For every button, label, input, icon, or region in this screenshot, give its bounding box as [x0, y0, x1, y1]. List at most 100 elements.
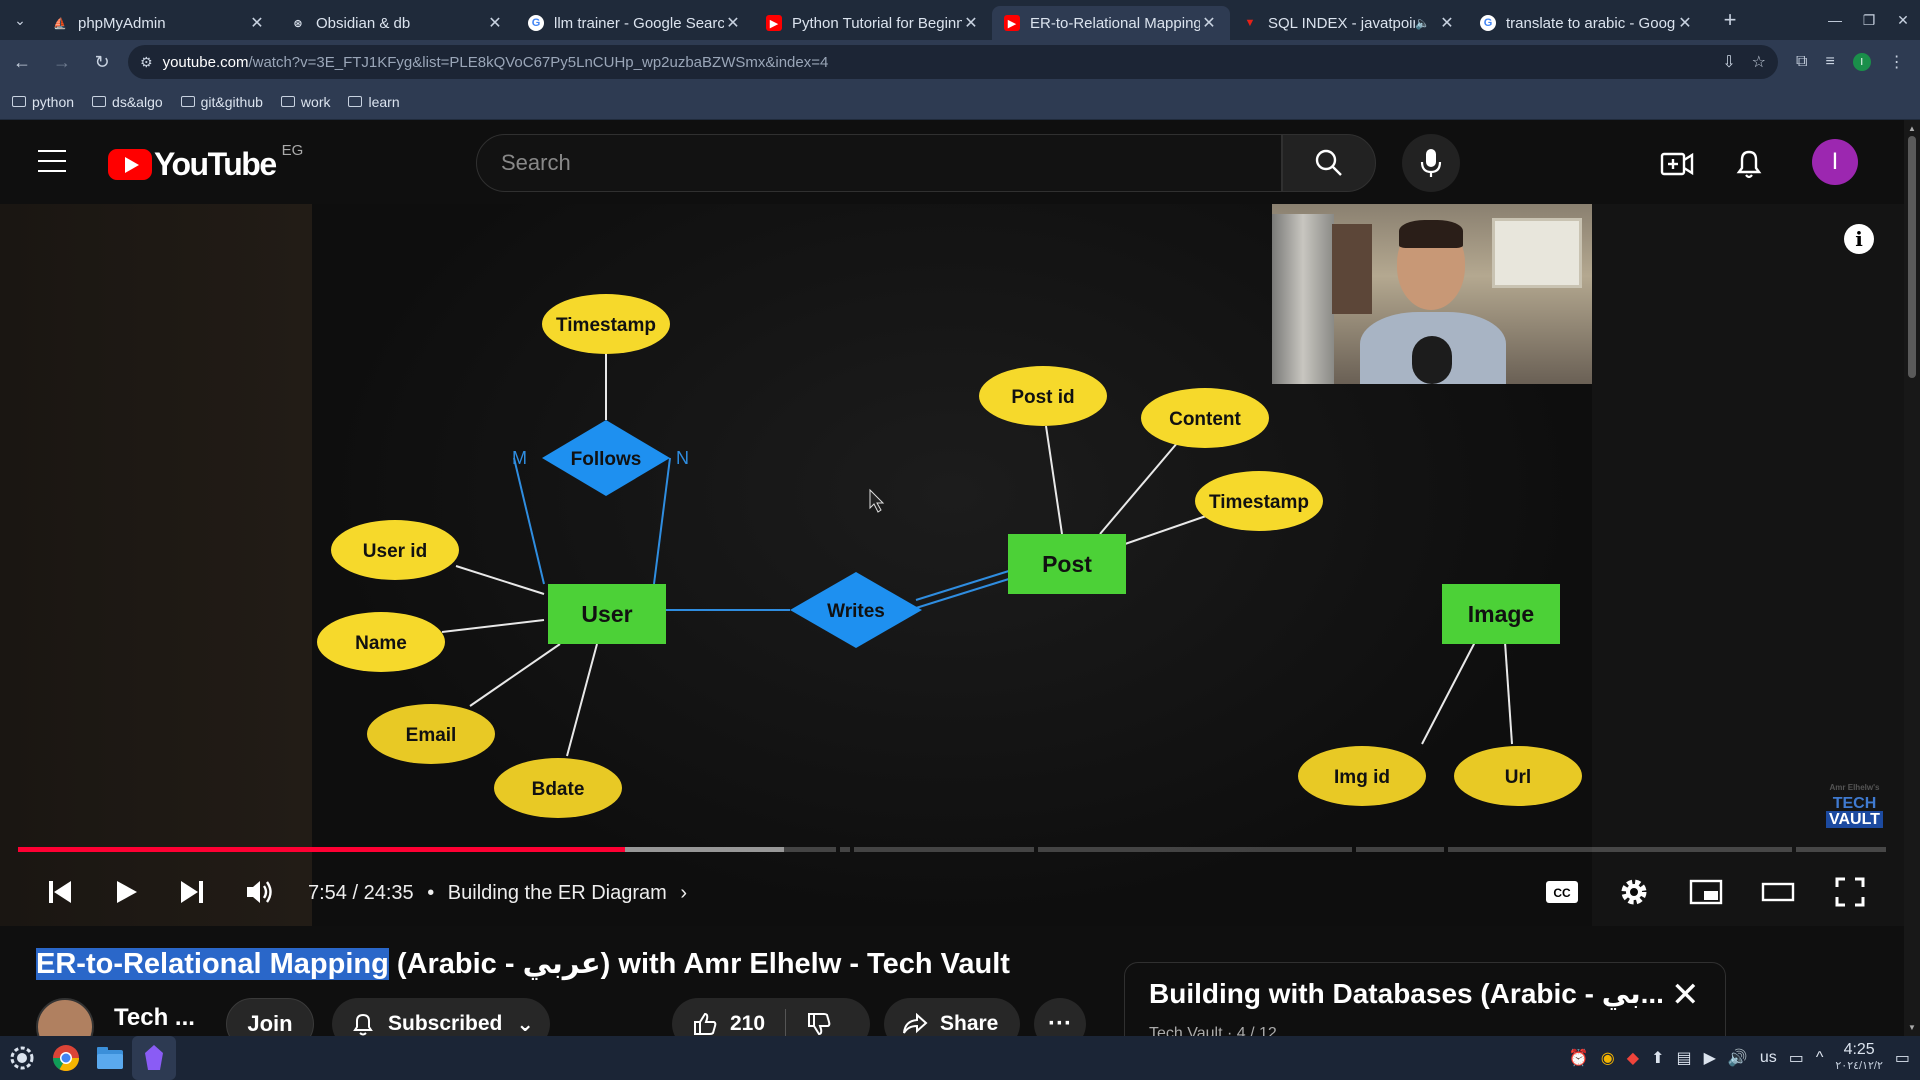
chevron-right-icon[interactable]: ›: [680, 882, 688, 904]
reload-button[interactable]: ↻: [94, 51, 110, 72]
browser-tab[interactable]: G translate to arabic - Google ✕: [1468, 6, 1706, 40]
thumbs-up-icon[interactable]: [692, 1011, 718, 1036]
media-play-icon[interactable]: ▶: [1703, 1050, 1716, 1067]
close-tab-icon[interactable]: ✕: [488, 15, 502, 32]
chapter-segment[interactable]: [1038, 847, 1352, 852]
close-tab-icon[interactable]: ✕: [1678, 15, 1692, 32]
close-tab-icon[interactable]: ✕: [1440, 15, 1454, 32]
bookmark-folder[interactable]: learn: [348, 94, 400, 110]
start-menu-icon[interactable]: [0, 1036, 44, 1080]
chapter-segment[interactable]: [854, 847, 1034, 852]
restore-icon[interactable]: ❐: [1862, 11, 1876, 28]
chrome-tray-icon[interactable]: ◉: [1600, 1050, 1615, 1067]
chrome-app-icon[interactable]: [44, 1036, 88, 1080]
account-avatar[interactable]: I: [1812, 139, 1858, 185]
subscribed-button[interactable]: Subscribed ⌄: [332, 998, 550, 1036]
browser-tab-active[interactable]: ▶ ER-to-Relational Mapping (A ✕: [992, 6, 1230, 40]
profile-avatar[interactable]: I: [1852, 53, 1871, 71]
anydesk-icon[interactable]: ◆: [1626, 1050, 1640, 1067]
file-manager-icon[interactable]: [88, 1036, 132, 1080]
bookmark-folder[interactable]: python: [12, 94, 74, 110]
playlist-title[interactable]: Building with Databases (Arabic - بي...: [1149, 978, 1664, 1009]
media-controls-icon[interactable]: ≡: [1825, 53, 1835, 70]
settings-gear-icon[interactable]: [1614, 872, 1654, 912]
browser-tab[interactable]: ▶ Python Tutorial for Beginne ✕: [754, 6, 992, 40]
create-video-icon[interactable]: [1660, 147, 1694, 181]
fullscreen-icon[interactable]: [1830, 872, 1870, 912]
chapter-title[interactable]: Building the ER Diagram: [447, 882, 667, 904]
bookmark-folder[interactable]: work: [280, 94, 330, 110]
clock[interactable]: 4:25 ٢٠٢٤/١٢/٢: [1835, 1042, 1882, 1074]
captions-icon[interactable]: CC: [1542, 872, 1582, 912]
extensions-icon[interactable]: ⧉: [1796, 53, 1808, 70]
channel-avatar[interactable]: [36, 998, 94, 1036]
channel-name[interactable]: Tech ...: [114, 1004, 195, 1031]
menu-icon[interactable]: [38, 150, 66, 180]
chapter-segment[interactable]: [1356, 847, 1444, 852]
progress-bar[interactable]: [18, 847, 1886, 852]
address-bar[interactable]: ⚙ youtube.com/watch?v=3E_FTJ1KFyg&list=P…: [128, 45, 1778, 79]
scroll-up-arrow-icon[interactable]: ▲: [1908, 124, 1916, 133]
browser-tab[interactable]: G llm trainer - Google Search ✕: [516, 6, 754, 40]
new-tab-button[interactable]: +: [1723, 7, 1737, 32]
minimize-icon[interactable]: —: [1828, 12, 1842, 28]
speaker-icon[interactable]: 🔊: [1727, 1050, 1748, 1067]
more-actions-button[interactable]: ···: [1034, 998, 1086, 1036]
bookmark-folder[interactable]: ds&algo: [92, 94, 163, 110]
close-tab-icon[interactable]: ✕: [250, 15, 264, 32]
info-icon[interactable]: i: [1844, 224, 1874, 254]
video-title-selected-text[interactable]: ER-to-Relational Mapping: [36, 948, 389, 980]
show-desktop-icon[interactable]: ▭: [1894, 1050, 1910, 1067]
keyboard-layout[interactable]: us: [1759, 1049, 1777, 1066]
chrome-menu-icon[interactable]: ⋮: [1888, 54, 1905, 71]
tray-expand-icon[interactable]: ^: [1815, 1049, 1824, 1066]
miniplayer-icon[interactable]: [1686, 872, 1726, 912]
clipboard-icon[interactable]: ▤: [1676, 1050, 1692, 1067]
search-input[interactable]: Search: [476, 134, 1282, 192]
browser-tab[interactable]: ▼ SQL INDEX - javatpoint 🔈 ✕: [1230, 6, 1468, 40]
playlist-panel[interactable]: Building with Databases (Arabic - بي... …: [1124, 962, 1726, 1036]
volume-icon[interactable]: [240, 872, 280, 912]
alarm-icon[interactable]: ⏰: [1568, 1050, 1589, 1067]
join-button[interactable]: Join: [226, 998, 314, 1036]
like-count[interactable]: 210: [730, 1012, 766, 1035]
theater-mode-icon[interactable]: [1758, 872, 1798, 912]
close-window-icon[interactable]: ✕: [1897, 11, 1909, 28]
share-button[interactable]: Share: [884, 998, 1020, 1036]
update-icon[interactable]: ⬆: [1651, 1050, 1665, 1067]
scrollbar-thumb[interactable]: [1908, 136, 1916, 378]
browser-tab[interactable]: ⛵ phpMyAdmin ✕: [40, 6, 278, 40]
youtube-logo[interactable]: YouTube EG: [108, 142, 303, 183]
chapter-segment[interactable]: [1448, 847, 1792, 852]
previous-video-icon[interactable]: [40, 872, 80, 912]
install-app-icon[interactable]: ⇩: [1722, 54, 1736, 71]
next-video-icon[interactable]: [172, 872, 212, 912]
muted-audio-icon[interactable]: 🔈: [1415, 16, 1430, 30]
bookmark-star-icon[interactable]: ☆: [1751, 54, 1766, 71]
video-player[interactable]: M N Timestamp User id Name Email Bdate: [0, 204, 1904, 926]
close-tab-icon[interactable]: ✕: [1202, 15, 1216, 32]
chapter-segment[interactable]: [1796, 847, 1886, 852]
scroll-down-arrow-icon[interactable]: ▼: [1908, 1023, 1916, 1032]
close-tab-icon[interactable]: ✕: [726, 15, 740, 32]
site-info-icon[interactable]: ⚙: [140, 53, 153, 70]
thumbs-down-icon[interactable]: [806, 1011, 832, 1036]
forward-button[interactable]: →: [53, 51, 71, 72]
page-scrollbar[interactable]: ▲ ▼: [1904, 120, 1920, 1036]
bookmark-folder[interactable]: git&github: [180, 94, 263, 110]
obsidian-app-icon[interactable]: [132, 1036, 176, 1080]
back-button[interactable]: ←: [13, 51, 31, 72]
tab-search-icon[interactable]: ⌄: [14, 11, 26, 28]
channel-watermark[interactable]: Amr Elhelw's TECH VAULT: [1826, 780, 1883, 828]
browser-tab[interactable]: ⊛ Obsidian & db ✕: [278, 6, 516, 40]
play-icon[interactable]: [106, 872, 146, 912]
webcam-background-shelf: [1332, 224, 1372, 314]
search-button[interactable]: [1282, 134, 1376, 192]
network-icon[interactable]: ▭: [1788, 1050, 1804, 1067]
chapter-segment[interactable]: [840, 847, 850, 852]
close-playlist-icon[interactable]: ✕: [1671, 976, 1700, 1014]
notifications-bell-icon[interactable]: [1732, 147, 1766, 181]
voice-search-button[interactable]: [1402, 134, 1460, 192]
mouse-cursor-icon: [869, 488, 885, 513]
close-tab-icon[interactable]: ✕: [964, 15, 978, 32]
